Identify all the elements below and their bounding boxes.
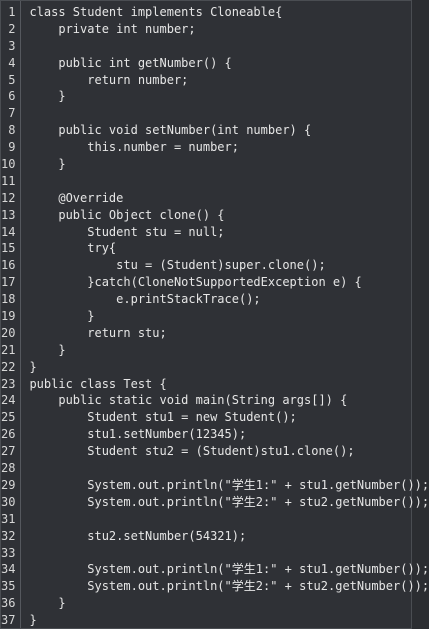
line-number: 20 xyxy=(1,325,16,340)
line-number: 27 xyxy=(1,444,16,459)
code-line[interactable]: Student stu2 = (Student)stu1.clone(); xyxy=(29,444,355,459)
line-number: 28 xyxy=(1,461,16,476)
code-line[interactable]: System.out.println("学生2:" + stu2.getNumb… xyxy=(29,494,429,509)
code-line[interactable]: } xyxy=(29,342,66,357)
code-line[interactable]: } xyxy=(29,89,66,104)
code-line[interactable]: this.number = number; xyxy=(29,140,239,155)
line-number: 34 xyxy=(1,562,16,577)
line-number: 8 xyxy=(8,123,16,138)
line-number: 19 xyxy=(1,309,16,324)
code-line[interactable]: return number; xyxy=(29,72,189,87)
code-line[interactable]: stu = (Student)super.clone(); xyxy=(29,258,326,273)
line-number: 37 xyxy=(1,613,16,628)
line-number: 2 xyxy=(8,21,16,36)
code-line[interactable]: } xyxy=(29,309,95,324)
line-number: 25 xyxy=(1,410,16,425)
code-line[interactable] xyxy=(29,460,429,477)
code-line[interactable]: } xyxy=(29,596,66,611)
line-number: 36 xyxy=(1,596,16,611)
code-line[interactable]: e.printStackTrace(); xyxy=(29,292,261,307)
code-line[interactable]: public class Test { xyxy=(29,376,167,391)
code-line[interactable]: stu2.setNumber(54321); xyxy=(29,528,247,543)
code-line[interactable] xyxy=(29,105,429,122)
line-number: 30 xyxy=(1,494,16,509)
code-line[interactable] xyxy=(29,173,429,190)
line-number: 11 xyxy=(1,173,16,188)
code-line[interactable]: public void setNumber(int number) { xyxy=(29,123,312,138)
line-number: 18 xyxy=(1,292,16,307)
code-line[interactable] xyxy=(29,511,429,528)
line-number: 32 xyxy=(1,528,16,543)
line-number: 21 xyxy=(1,342,16,357)
line-number: 13 xyxy=(1,207,16,222)
line-number: 33 xyxy=(1,545,16,560)
code-line[interactable]: System.out.println("学生2:" + stu2.getNumb… xyxy=(29,579,429,594)
line-number: 6 xyxy=(8,89,16,104)
line-number: 12 xyxy=(1,190,16,205)
line-number: 23 xyxy=(1,376,16,391)
code-line[interactable]: System.out.println("学生1:" + stu1.getNumb… xyxy=(29,562,429,577)
line-number: 29 xyxy=(1,477,16,492)
line-number: 14 xyxy=(1,224,16,239)
line-number: 16 xyxy=(1,258,16,273)
code-line[interactable]: class Student implements Cloneable{ xyxy=(29,5,283,19)
line-number: 10 xyxy=(1,157,16,172)
line-number: 15 xyxy=(1,241,16,256)
line-number: 22 xyxy=(1,359,16,374)
line-number: 9 xyxy=(8,140,16,155)
line-number: 35 xyxy=(1,579,16,594)
code-line[interactable]: }catch(CloneNotSupportedException e) { xyxy=(29,275,362,290)
code-line[interactable] xyxy=(29,545,429,562)
line-number: 5 xyxy=(8,72,16,87)
code-line[interactable]: } xyxy=(29,157,66,172)
code-line[interactable]: } xyxy=(29,613,37,628)
code-line[interactable]: return stu; xyxy=(29,325,167,340)
code-line[interactable]: try{ xyxy=(29,241,117,256)
code-line[interactable]: public static void main(String args[]) { xyxy=(29,393,348,408)
line-number: 26 xyxy=(1,427,16,442)
code-line[interactable]: stu1.setNumber(12345); xyxy=(29,427,247,442)
code-line[interactable]: @Override xyxy=(29,190,124,205)
line-number: 31 xyxy=(1,511,16,526)
line-number: 7 xyxy=(8,106,16,121)
line-number: 17 xyxy=(1,275,16,290)
line-number: 4 xyxy=(8,55,16,70)
code-area[interactable]: class Student implements Cloneable{ priv… xyxy=(21,1,429,628)
code-line[interactable] xyxy=(29,38,429,55)
code-line[interactable]: private int number; xyxy=(29,21,196,36)
code-line[interactable]: public int getNumber() { xyxy=(29,55,232,70)
code-line[interactable]: public Object clone() { xyxy=(29,207,225,222)
line-number: 3 xyxy=(8,38,16,53)
code-line[interactable]: Student stu = null; xyxy=(29,224,225,239)
line-number: 1 xyxy=(8,5,16,19)
code-line[interactable]: System.out.println("学生1:" + stu1.getNumb… xyxy=(29,477,429,492)
code-line[interactable]: Student stu1 = new Student(); xyxy=(29,410,297,425)
code-line[interactable]: } xyxy=(29,359,37,374)
line-number: 24 xyxy=(1,393,16,408)
